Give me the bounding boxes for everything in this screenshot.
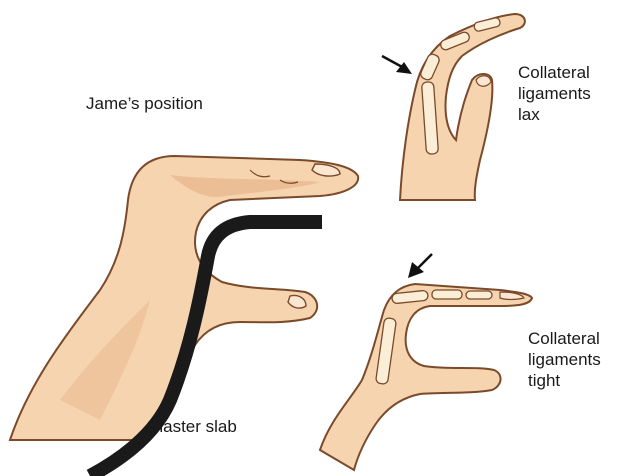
tight-hand-outline: [320, 284, 532, 470]
lax-arrow: [382, 56, 412, 74]
ligaments-lax-line-3: lax: [518, 104, 591, 125]
lax-thumb-nail: [476, 76, 491, 87]
hand-ligaments-tight: [320, 254, 532, 470]
large-hand-james-position: [10, 156, 358, 440]
ligaments-tight-line-2: ligaments: [528, 349, 601, 370]
ligaments-lax-line-1: Collateral: [518, 62, 591, 83]
tight-arrow: [408, 254, 432, 278]
ligaments-tight-label: Collateral ligaments tight: [528, 328, 601, 391]
james-position-label: Jame’s position: [86, 93, 203, 114]
hand-ligaments-lax: [382, 14, 525, 200]
ligaments-lax-line-2: ligaments: [518, 83, 591, 104]
plaster-slab-label: Plaster slab: [148, 416, 237, 437]
ligaments-tight-line-3: tight: [528, 370, 601, 391]
ligaments-lax-label: Collateral ligaments lax: [518, 62, 591, 125]
ligaments-tight-line-1: Collateral: [528, 328, 601, 349]
